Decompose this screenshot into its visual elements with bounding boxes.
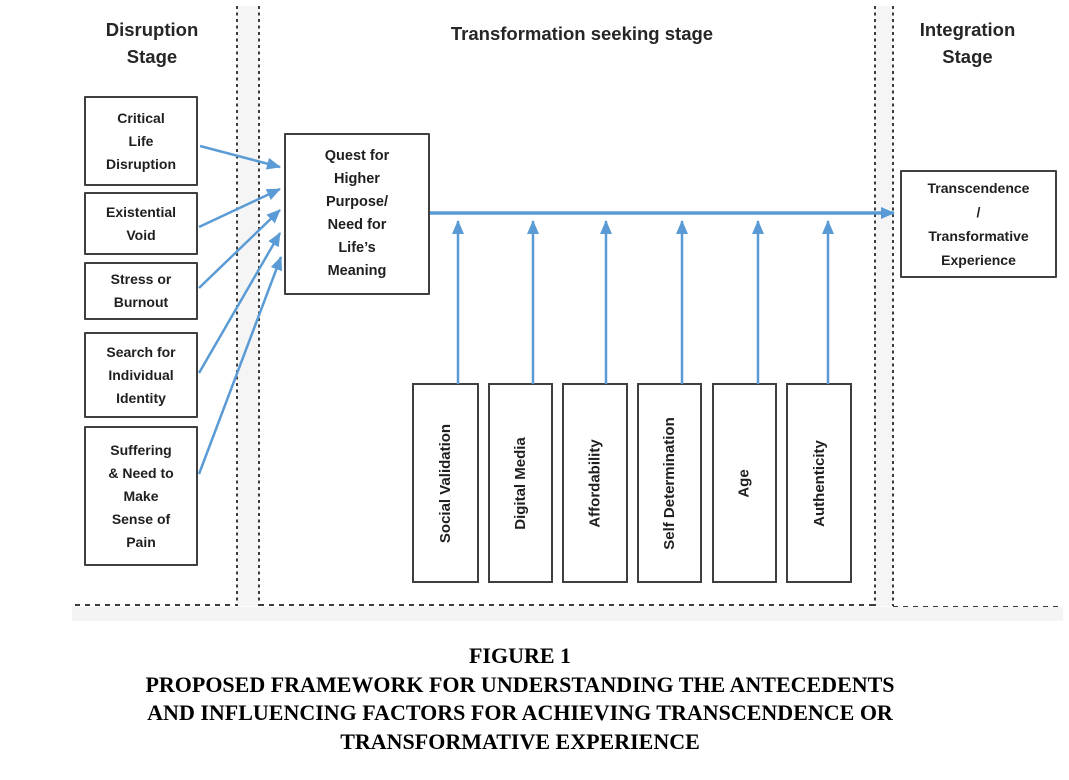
dashed-line xyxy=(892,6,894,606)
box-label: Quest for Higher Purpose/ Need for Life’… xyxy=(324,148,390,279)
caption-title-line: AND INFLUENCING FACTORS FOR ACHIEVING TR… xyxy=(147,700,893,725)
box-self-determination: Self Determination xyxy=(637,383,702,583)
caption-title-line: TRANSFORMATIVE EXPERIENCE xyxy=(340,728,700,754)
box-label: Self Determination xyxy=(661,416,678,550)
box-authenticity: Authenticity xyxy=(786,383,852,583)
stage-separator-left xyxy=(236,6,260,606)
figure-caption: FIGURE 1 PROPOSED FRAMEWORK FOR UNDERSTA… xyxy=(0,642,1040,756)
box-transcendence-transformative-experience: Transcendence / Transformative Experienc… xyxy=(900,170,1057,278)
bottom-dashed-boundary xyxy=(75,604,236,606)
box-suffering-make-sense-of-pain: Suffering & Need to Make Sense of Pain xyxy=(84,426,198,566)
box-label: Age xyxy=(736,468,753,498)
box-label: Critical Life Disruption xyxy=(106,109,176,172)
header-transformation-seeking-stage: Transformation seeking stage xyxy=(450,23,714,44)
box-label: Search for Individual Identity xyxy=(106,343,176,406)
caption-title-line: PROPOSED FRAMEWORK FOR UNDERSTANDING THE… xyxy=(145,671,895,697)
box-search-for-individual-identity: Search for Individual Identity xyxy=(84,332,198,418)
box-affordability: Affordability xyxy=(562,383,628,583)
box-critical-life-disruption: Critical Life Disruption xyxy=(84,96,198,186)
box-label: Affordability xyxy=(586,438,604,528)
box-label: Suffering & Need to Make Sense of Pain xyxy=(108,441,174,550)
caption-figure-number: FIGURE 1 xyxy=(468,643,572,668)
header-disruption-stage: Disruption Stage xyxy=(105,19,199,67)
box-label: Existential Void xyxy=(105,203,177,243)
bottom-dashed-boundary xyxy=(259,604,874,606)
header-integration-stage: Integration Stage xyxy=(919,19,1016,67)
figure-bottom-margin xyxy=(72,607,1063,621)
box-existential-void: Existential Void xyxy=(84,192,198,255)
box-stress-or-burnout: Stress or Burnout xyxy=(84,262,198,320)
box-label: Digital Media xyxy=(512,436,530,530)
box-social-validation: Social Validation xyxy=(412,383,479,583)
dashed-line xyxy=(874,6,876,606)
box-age: Age xyxy=(712,383,777,583)
box-label: Transcendence / Transformative Experienc… xyxy=(927,180,1030,268)
stage-separator-right xyxy=(874,6,894,606)
dashed-line xyxy=(258,6,260,606)
box-label: Authenticity xyxy=(810,439,828,527)
box-quest-for-higher-purpose: Quest for Higher Purpose/ Need for Life’… xyxy=(284,133,430,295)
box-label: Social Validation xyxy=(437,423,455,543)
box-label: Stress or Burnout xyxy=(110,271,172,310)
dashed-line xyxy=(236,6,238,606)
box-digital-media: Digital Media xyxy=(488,383,553,583)
